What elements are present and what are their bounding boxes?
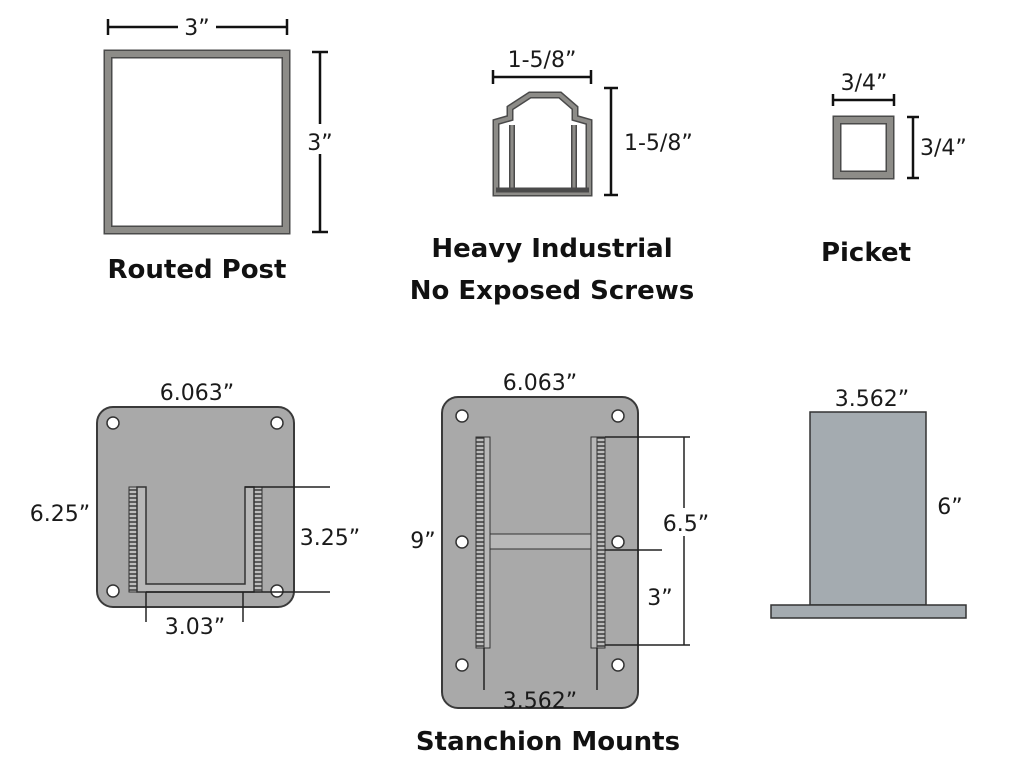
heavy-industrial-width: 1-5/8”	[508, 48, 577, 73]
side-mount-diagram: 3.562” 6”	[770, 387, 967, 619]
bolt-hole	[455, 658, 469, 672]
small-mount-plate	[96, 406, 295, 608]
routed-post-diagram: 3” 3” Routed Post	[103, 12, 340, 285]
routed-post-width: 3”	[184, 16, 209, 41]
bolt-hole	[455, 535, 469, 549]
small-mount-width: 6.063”	[160, 381, 234, 406]
picket-wall	[834, 117, 893, 178]
bolt-hole	[106, 584, 120, 598]
knurled-rail	[253, 486, 263, 593]
channel-wall	[483, 436, 491, 649]
knurled-rail	[475, 436, 485, 649]
large-mount-lower-span: 3”	[647, 586, 672, 611]
channel-wall	[590, 436, 598, 649]
label-bg	[664, 508, 706, 536]
picket-height: 3/4”	[920, 136, 967, 161]
heavy-industrial-height: 1-5/8”	[624, 131, 693, 156]
bolt-hole	[270, 416, 284, 430]
picket-outline	[832, 115, 895, 180]
routed-post-wall	[105, 51, 289, 233]
picket-diagram: 3/4” 3/4” Picket	[821, 71, 967, 268]
small-mount-channel-depth: 3.25”	[300, 526, 360, 551]
crossbar	[489, 533, 592, 550]
bolt-hole	[611, 658, 625, 672]
bolt-hole	[611, 535, 625, 549]
routed-post-height: 3”	[307, 131, 332, 156]
stanchion-mounts-title: Stanchion Mounts	[416, 727, 680, 757]
heavy-industrial-title-line1: Heavy Industrial	[431, 234, 672, 264]
label-bg	[178, 12, 216, 40]
large-mount-channel-width: 3.562”	[503, 689, 577, 714]
routed-post-title: Routed Post	[108, 255, 287, 285]
side-mount-height: 6”	[937, 495, 962, 520]
knurled-rail	[128, 486, 138, 593]
picket-width: 3/4”	[841, 71, 888, 96]
picket-title: Picket	[821, 238, 911, 268]
heavy-industrial-title-line2: No Exposed Screws	[410, 276, 695, 306]
large-mount-width: 6.063”	[503, 371, 577, 396]
label-bg	[302, 124, 340, 154]
bolt-hole	[455, 409, 469, 423]
routed-post-outline	[103, 49, 291, 235]
knurled-rail	[596, 436, 606, 649]
large-mount-plate	[441, 396, 639, 709]
heavy-industrial-wall	[494, 93, 591, 195]
side-mount-width: 3.562”	[835, 387, 909, 412]
large-mount-height: 9”	[410, 529, 435, 554]
bolt-hole	[611, 409, 625, 423]
side-mount-base	[770, 604, 967, 619]
large-mount-diagram: 6.063” 9” 6.5” 3” 3.562”	[410, 371, 709, 714]
small-mount-channel-width: 3.03”	[165, 615, 225, 640]
small-mount-diagram: 6.063” 6.25” 3.25” 3.03”	[30, 381, 360, 640]
large-mount-upper-span: 6.5”	[663, 512, 709, 537]
bolt-hole	[106, 416, 120, 430]
small-mount-height: 6.25”	[30, 502, 90, 527]
bolt-hole	[270, 584, 284, 598]
side-mount-post	[809, 411, 927, 606]
heavy-industrial-diagram: 1-5/8” 1-5/8” Heavy Industrial No Expose…	[410, 48, 695, 306]
